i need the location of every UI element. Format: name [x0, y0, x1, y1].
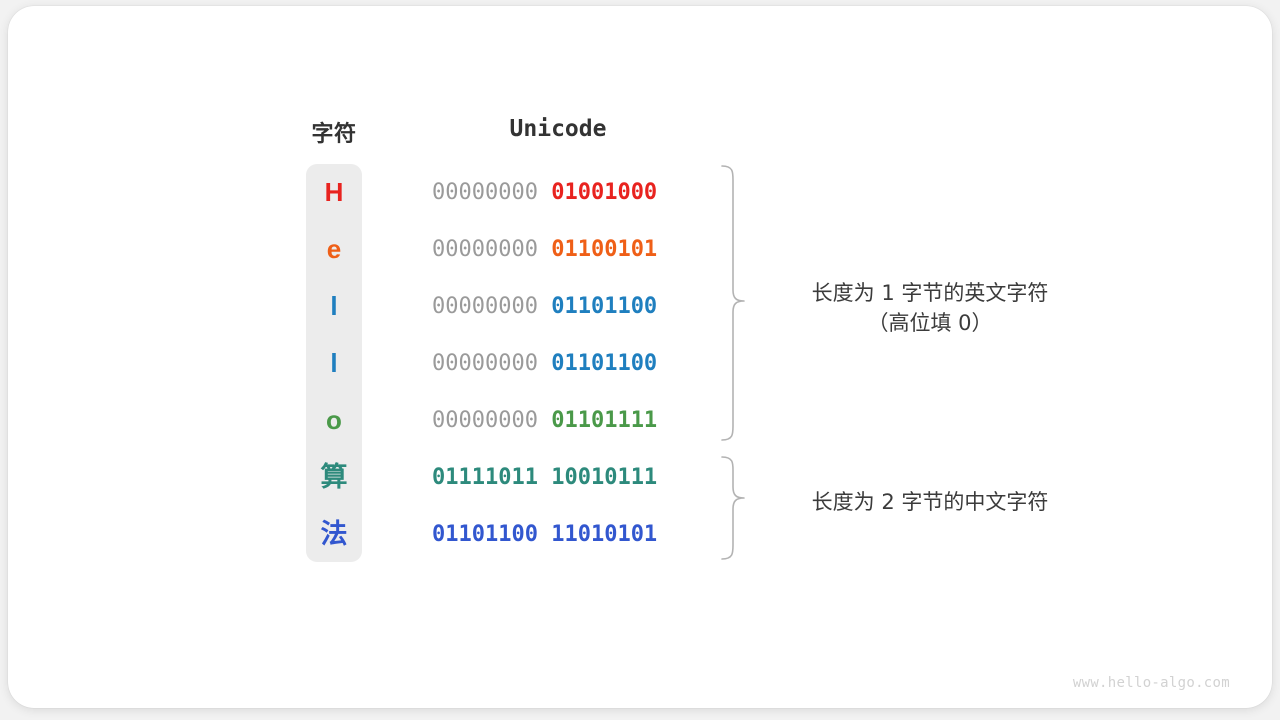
- low-byte: 01101111: [551, 408, 658, 433]
- table-row: o 00000000 01101111: [0, 392, 1280, 449]
- low-byte: 01101100: [551, 294, 658, 319]
- low-byte: 11010101: [551, 522, 658, 547]
- table-row: 法 01101100 11010101: [0, 506, 1280, 563]
- table-row: l 00000000 01101100: [0, 278, 1280, 335]
- high-byte: 00000000: [432, 180, 538, 205]
- unicode-bits-cell: 01101100 11010101: [432, 506, 684, 563]
- high-byte: 00000000: [432, 408, 538, 433]
- low-byte: 01001000: [551, 180, 658, 205]
- high-byte: 01101100: [432, 522, 538, 547]
- unicode-bits-cell: 00000000 01001000: [432, 164, 684, 221]
- table-row: e 00000000 01100101: [0, 221, 1280, 278]
- high-byte: 00000000: [432, 294, 538, 319]
- table-row: 算 01111011 10010111: [0, 449, 1280, 506]
- high-byte: 01111011: [432, 465, 538, 490]
- annotation-one-byte-line1: 长度为 1 字节的英文字符: [811, 281, 1049, 305]
- character-cell: o: [326, 405, 342, 435]
- low-byte: 10010111: [551, 465, 658, 490]
- annotation-two-byte: 长度为 2 字节的中文字符: [760, 487, 1100, 517]
- unicode-bits-cell: 00000000 01101100: [432, 278, 684, 335]
- annotation-one-byte: 长度为 1 字节的英文字符 （高位填 0）: [760, 278, 1100, 338]
- character-cell: 算: [320, 462, 348, 493]
- column-header-character: 字符: [311, 121, 357, 146]
- low-byte: 01101100: [551, 351, 658, 376]
- unicode-bits-cell: 00000000 01100101: [432, 221, 684, 278]
- character-column-panel: [306, 164, 362, 562]
- column-header-unicode: Unicode: [509, 116, 607, 142]
- low-byte: 01100101: [551, 237, 658, 262]
- diagram-card: [8, 6, 1272, 708]
- table-row: H 00000000 01001000: [0, 164, 1280, 221]
- character-cell: e: [326, 234, 342, 264]
- site-watermark: www.hello-algo.com: [1072, 675, 1230, 691]
- unicode-bits-cell: 01111011 10010111: [432, 449, 684, 506]
- high-byte: 00000000: [432, 237, 538, 262]
- unicode-bits-cell: 00000000 01101100: [432, 335, 684, 392]
- annotation-one-byte-line2: （高位填 0）: [867, 311, 993, 335]
- annotation-two-byte-line1: 长度为 2 字节的中文字符: [811, 490, 1049, 514]
- character-cell: l: [330, 291, 338, 321]
- character-cell: 法: [320, 519, 348, 550]
- high-byte: 00000000: [432, 351, 538, 376]
- character-cell: H: [324, 177, 344, 207]
- table-row: l 00000000 01101100: [0, 335, 1280, 392]
- character-cell: l: [330, 348, 338, 378]
- unicode-bits-cell: 00000000 01101111: [432, 392, 684, 449]
